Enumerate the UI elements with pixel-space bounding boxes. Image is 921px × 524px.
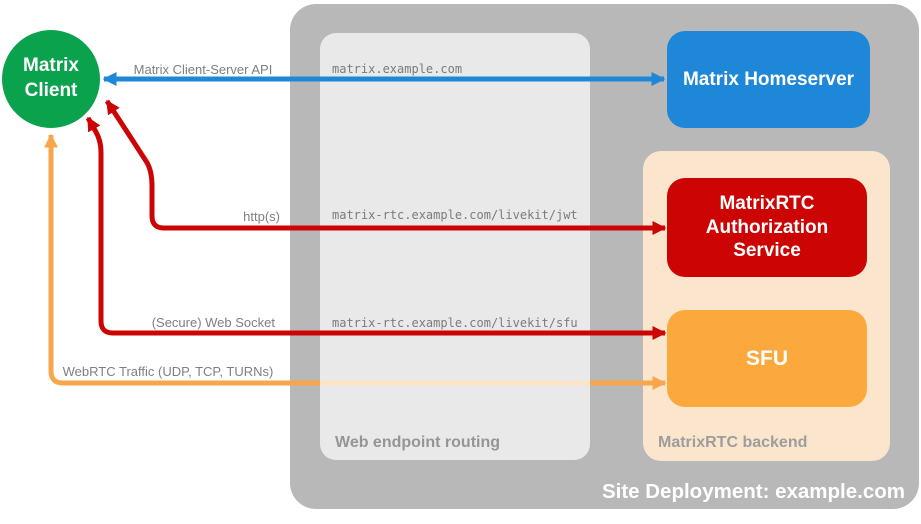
endpoint-livekit-sfu: matrix-rtc.example.com/livekit/sfu (332, 316, 578, 330)
webrtc-traffic-label: WebRTC Traffic (UDP, TCP, TURNs) (62, 364, 274, 379)
matrix-client-label: Matrix Client (23, 55, 79, 101)
site-deployment-caption: Site Deployment: example.com (601, 480, 905, 503)
sfu-node: SFU (667, 310, 867, 407)
matrixrtc-authorization-service-node: MatrixRTC Authorization Service (667, 178, 867, 277)
sfu-label: SFU (746, 346, 788, 370)
matrix-client-node: Matrix Client (2, 30, 100, 128)
matrixrtc-backend-caption: MatrixRTC backend (658, 434, 808, 451)
endpoint-livekit-jwt: matrix-rtc.example.com/livekit/jwt (332, 208, 578, 222)
web-endpoint-routing-container (320, 33, 590, 460)
matrix-client-server-api-label: Matrix Client-Server API (133, 62, 273, 77)
matrixrtc-authorization-service-label: MatrixRTC Authorization Service (705, 192, 829, 262)
secure-web-socket-label: (Secure) Web Socket (151, 315, 275, 330)
matrix-homeserver-node: Matrix Homeserver (667, 31, 870, 128)
web-endpoint-routing-caption: Web endpoint routing (335, 434, 501, 451)
https-label: http(s) (243, 209, 280, 224)
endpoint-matrix-host: matrix.example.com (332, 62, 463, 76)
matrix-homeserver-label: Matrix Homeserver (682, 68, 855, 90)
